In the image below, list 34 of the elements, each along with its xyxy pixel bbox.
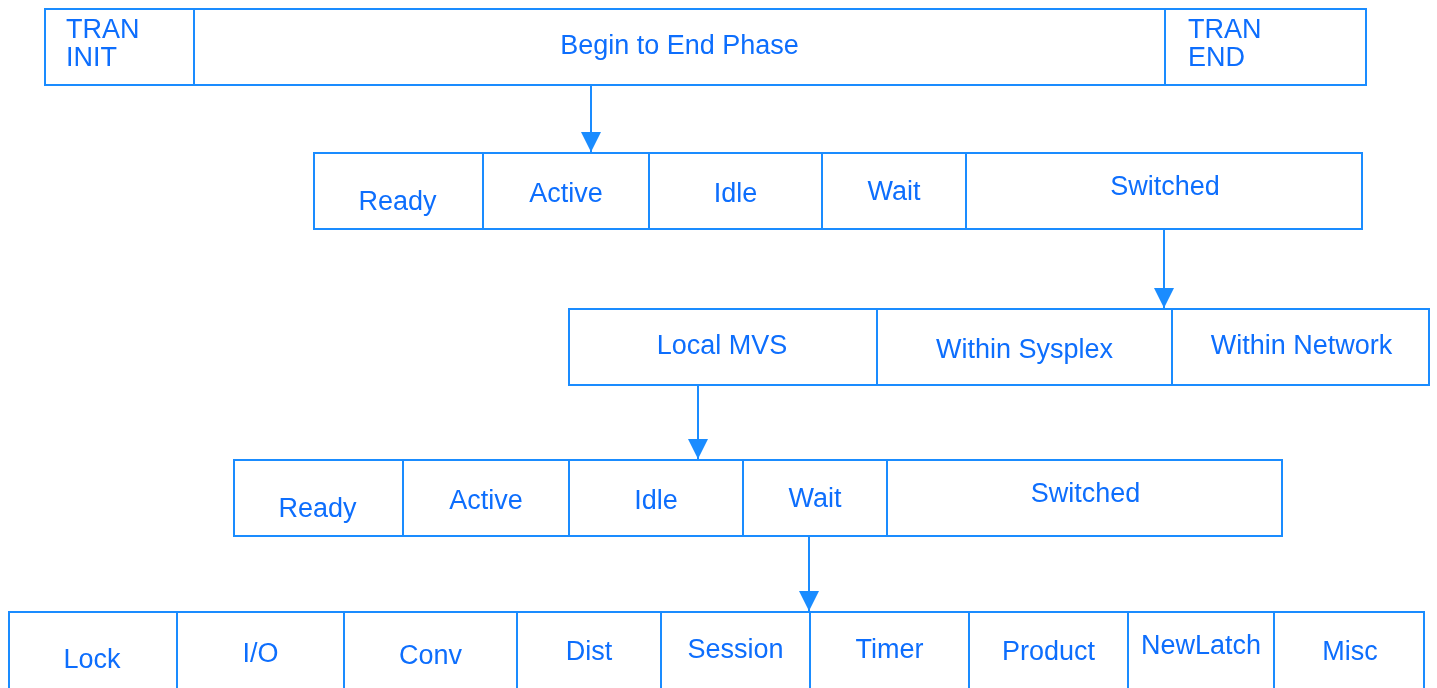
phase-row	[568, 308, 1430, 386]
cell-label: Conv	[399, 640, 462, 670]
cell-label: Wait	[788, 483, 842, 513]
cell-label: TRAN END	[1188, 14, 1263, 72]
arrow	[581, 85, 601, 153]
phase-row	[44, 8, 1367, 86]
cell-label: Ready	[358, 186, 437, 216]
cell-label: Misc	[1322, 636, 1378, 666]
cell-label: Timer	[855, 634, 924, 664]
phase-row	[8, 611, 1425, 688]
cell-label: Switched	[1030, 478, 1141, 508]
cell-label: Active	[449, 485, 523, 515]
cell-label: Switched	[1110, 171, 1220, 201]
cell-label: Active	[529, 178, 603, 208]
cell-label: Idle	[713, 178, 758, 208]
arrow	[799, 536, 819, 612]
cell-label: Within Sysplex	[935, 334, 1114, 364]
cell-label: Wait	[867, 176, 921, 206]
arrow	[1154, 229, 1174, 309]
cell-label: Begin to End Phase	[560, 30, 799, 60]
phase-row	[233, 459, 1283, 537]
phase-row	[313, 152, 1363, 230]
cell-label: Dist	[565, 636, 613, 666]
cell-label: Session	[687, 634, 784, 664]
cell-label: I/O	[242, 638, 279, 668]
cell-label: Within Network	[1210, 330, 1393, 360]
cell-label: Local MVS	[656, 330, 788, 360]
cell-label: Ready	[278, 493, 357, 523]
arrow	[688, 385, 708, 460]
cell-label: Product	[1001, 636, 1096, 666]
cell-label: Lock	[63, 644, 121, 674]
cell-label: TRAN INIT	[66, 14, 141, 72]
cell-label: NewLatch	[1140, 630, 1262, 660]
cell-label: Idle	[634, 485, 678, 515]
